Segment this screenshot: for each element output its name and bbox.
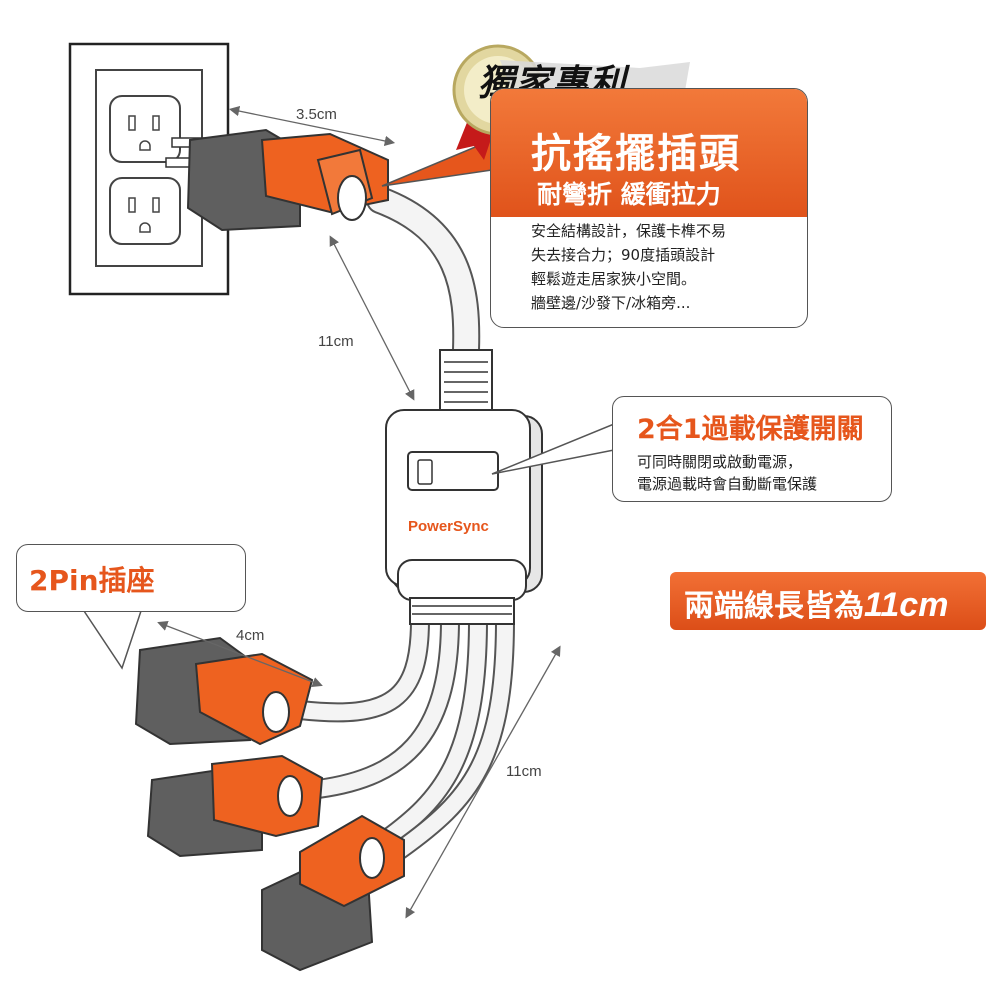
dimension-arrows: [157, 105, 561, 919]
strain-relief: [439, 349, 493, 419]
cord-length-banner: 兩端線長皆為11cm: [670, 572, 986, 630]
socket-plug-1: [134, 636, 314, 746]
patent-description: 安全結構設計，保護卡榫不易 失去接合力；90度插頭設計 輕鬆遊走居家狹小空間。 …: [531, 219, 801, 315]
cord-length-prefix: 兩端線長皆為: [684, 589, 864, 624]
patent-title: 抗搖擺插頭: [531, 131, 741, 177]
switch-callout-description: 可同時關閉或啟動電源， 電源過載時會自動斷電保護: [637, 451, 817, 495]
patent-line: 牆壁邊/沙發下/冰箱旁...: [531, 294, 691, 312]
switch-callout-title: 2合1過載保護開關: [637, 414, 864, 445]
cord-length-value: 11cm: [864, 586, 949, 624]
two-pin-callout: 2Pin插座: [16, 544, 246, 612]
bottom-cord-length-label: 11cm: [506, 763, 542, 780]
switch-line: 可同時關閉或啟動電源，: [637, 453, 803, 471]
patent-line: 安全結構設計，保護卡榫不易: [531, 222, 727, 240]
plug-width-label: 3.5cm: [296, 106, 337, 123]
switch-callout: 2合1過載保護開關 可同時關閉或啟動電源， 電源過載時會自動斷電保護: [612, 396, 892, 502]
top-cord-length-label: 11cm: [318, 333, 354, 350]
patent-line: 失去接合力；90度插頭設計: [531, 246, 716, 264]
switch-line: 電源過載時會自動斷電保護: [637, 475, 818, 493]
patent-callout: 抗搖擺插頭 耐彎折 緩衝拉力 安全結構設計，保護卡榫不易 失去接合力；90度插頭…: [490, 88, 808, 328]
socket-width-label: 4cm: [236, 627, 265, 644]
patent-callout-header: [491, 89, 807, 217]
switch-housing: [385, 409, 543, 625]
patent-subtitle: 耐彎折 緩衝拉力: [537, 180, 721, 209]
brand-logo-text: PowerSync: [408, 518, 489, 535]
pin-pointer: [80, 607, 144, 670]
main-plug: [165, 128, 389, 232]
two-pin-callout-title: 2Pin插座: [29, 564, 155, 597]
socket-plug-3: [261, 814, 405, 972]
patent-line: 輕鬆遊走居家狹小空間。: [531, 270, 697, 288]
socket-plug-2: [146, 754, 324, 858]
cord-length-text: 兩端線長皆為11cm: [684, 581, 948, 625]
